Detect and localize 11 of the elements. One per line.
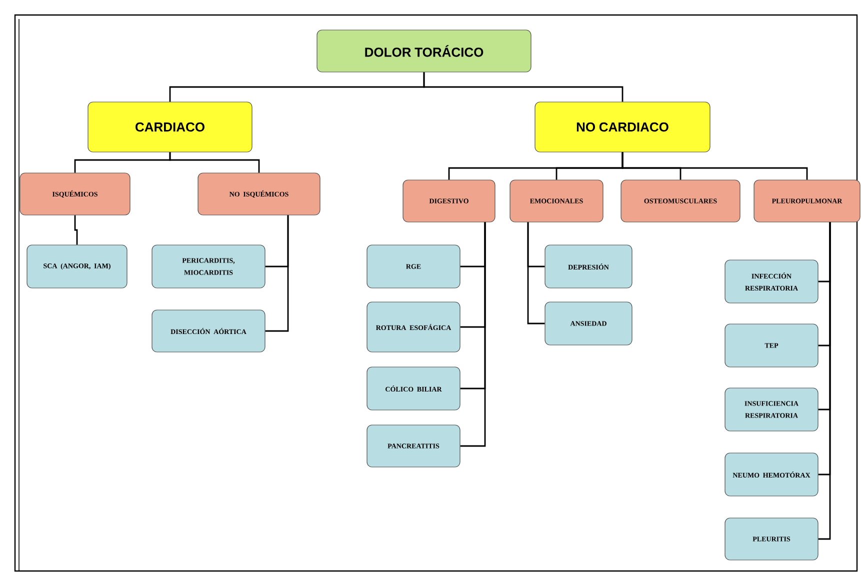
connector (460, 222, 486, 447)
category-box: CARDIACO (88, 102, 252, 152)
connector (527, 222, 545, 324)
category-box: NO CARDIACO (534, 102, 710, 152)
connector (169, 152, 260, 173)
connector (622, 152, 808, 180)
root-box: DOLOR TORÁCICO (316, 30, 532, 72)
connector (423, 72, 624, 102)
connector (818, 222, 831, 540)
connector (265, 215, 289, 332)
connector (74, 215, 78, 245)
